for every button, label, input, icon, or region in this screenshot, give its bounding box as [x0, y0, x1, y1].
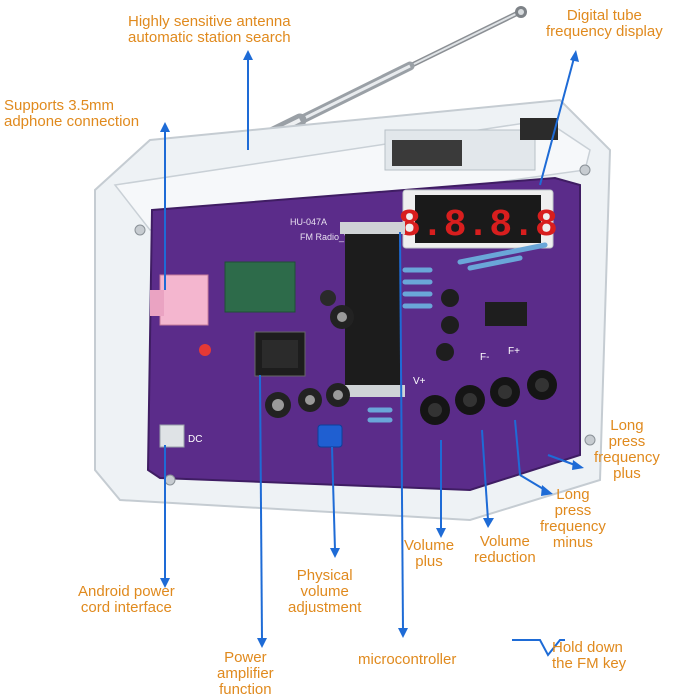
key-label-fminus: F- — [480, 352, 489, 363]
amplifier-chip — [254, 331, 306, 377]
long-plus-line4: plus — [613, 465, 641, 482]
long-minus-line2: press — [554, 502, 592, 519]
long-minus-line1: Long — [556, 486, 590, 503]
silk-brand: HU-047A — [290, 217, 327, 227]
long-plus-line1: Long — [610, 417, 644, 434]
long-minus-line3: frequency — [540, 518, 606, 535]
display-label-line1: Digital tube — [566, 7, 642, 24]
volume-reduction-label: Volume reduction — [474, 534, 536, 566]
power-amplifier-label: Power amplifier function — [217, 650, 274, 698]
capacitors — [265, 290, 354, 418]
digital-tube-display: 8.8.8.8 — [398, 189, 558, 249]
vol-reduction-line1: Volume — [479, 533, 530, 550]
microcontroller-chip — [340, 222, 405, 397]
antenna-label-line1: Highly sensitive antenna — [128, 13, 291, 30]
android-power-label: Android power cord interface — [78, 584, 175, 616]
transistors — [436, 289, 527, 361]
long-minus-line4: minus — [552, 534, 593, 551]
headphone-label: Supports 3.5mm adphone connection — [4, 98, 139, 130]
volume-potentiometer — [317, 424, 343, 448]
push-keys: V+ F- F+ — [413, 346, 557, 425]
headphone-label-line1: Supports 3.5mm — [4, 97, 115, 114]
android-line1: Android power — [78, 583, 175, 600]
leader-arrowheads — [160, 50, 584, 648]
phys-vol-line2: volume — [300, 583, 349, 600]
headphone-jack — [150, 274, 209, 326]
silk-title: FM Radio_V4.0 — [300, 232, 363, 242]
dc-connector: DC — [159, 424, 202, 448]
hold-fm-line2: the FM key — [552, 655, 627, 672]
vol-reduction-line2: reduction — [474, 549, 536, 566]
long-press-minus-label: Long press frequency minus — [540, 487, 606, 551]
hold-fm-line1: Hold down — [552, 639, 623, 656]
long-plus-line2: press — [608, 433, 646, 450]
physical-volume-label: Physical volume adjustment — [288, 568, 361, 616]
volume-plus-label: Volume plus — [404, 538, 454, 570]
power-amp-line3: function — [219, 681, 272, 698]
vol-plus-line2: plus — [415, 553, 443, 570]
headphone-label-line2: adphone connection — [4, 113, 140, 130]
vol-plus-line1: Volume — [404, 537, 455, 554]
phys-vol-line3: adjustment — [288, 599, 362, 616]
display-label: Digital tube frequency display — [546, 8, 663, 40]
microcontroller-label: microcontroller — [358, 652, 456, 668]
display-digits: 8.8.8.8 — [398, 204, 558, 247]
power-amp-line2: amplifier — [217, 665, 274, 682]
long-plus-line3: frequency — [594, 449, 660, 466]
key-label-vplus: V+ — [413, 376, 426, 387]
hold-fm-label: Hold down the FM key — [552, 640, 626, 672]
microcontroller-line1: microcontroller — [358, 651, 457, 668]
power-amp-line1: Power — [224, 649, 267, 666]
red-led — [199, 344, 211, 356]
antenna-label-line2: automatic station search — [128, 29, 291, 46]
phys-vol-line1: Physical — [296, 567, 353, 584]
key-label-fplus: F+ — [508, 346, 520, 357]
long-press-plus-label: Long press frequency plus — [594, 418, 660, 482]
android-line2: cord interface — [80, 599, 172, 616]
fm-module — [224, 261, 296, 313]
leader-lines — [164, 57, 576, 657]
display-label-line2: frequency display — [546, 23, 663, 40]
resistors — [367, 242, 548, 423]
antenna-label: Highly sensitive antenna automatic stati… — [128, 14, 291, 46]
dc-label: DC — [188, 434, 202, 445]
